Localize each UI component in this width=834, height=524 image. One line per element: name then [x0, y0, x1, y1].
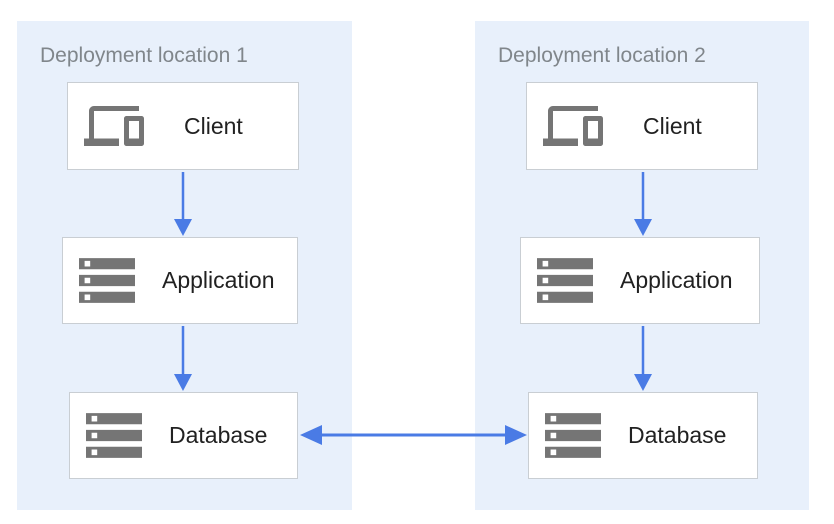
node-application-2: Application: [520, 237, 760, 324]
storage-icon: [537, 258, 593, 303]
storage-icon: [79, 258, 135, 303]
node-label: Client: [643, 112, 702, 139]
storage-icon: [545, 413, 601, 458]
node-label: Database: [169, 422, 268, 448]
node-application-1: Application: [62, 237, 298, 324]
node-client-1: Client: [67, 82, 299, 170]
node-label: Application: [620, 267, 733, 293]
node-label: Database: [628, 422, 727, 448]
node-client-2: Client: [526, 82, 758, 170]
node-database-1: Database: [69, 392, 298, 479]
panel-title: Deployment location 1: [40, 44, 248, 67]
devices-icon: [84, 106, 144, 146]
node-label: Application: [162, 267, 275, 293]
storage-icon: [86, 413, 142, 458]
node-database-2: Database: [528, 392, 758, 479]
panel-title: Deployment location 2: [498, 44, 706, 67]
node-label: Client: [184, 112, 243, 139]
devices-icon: [543, 106, 603, 146]
